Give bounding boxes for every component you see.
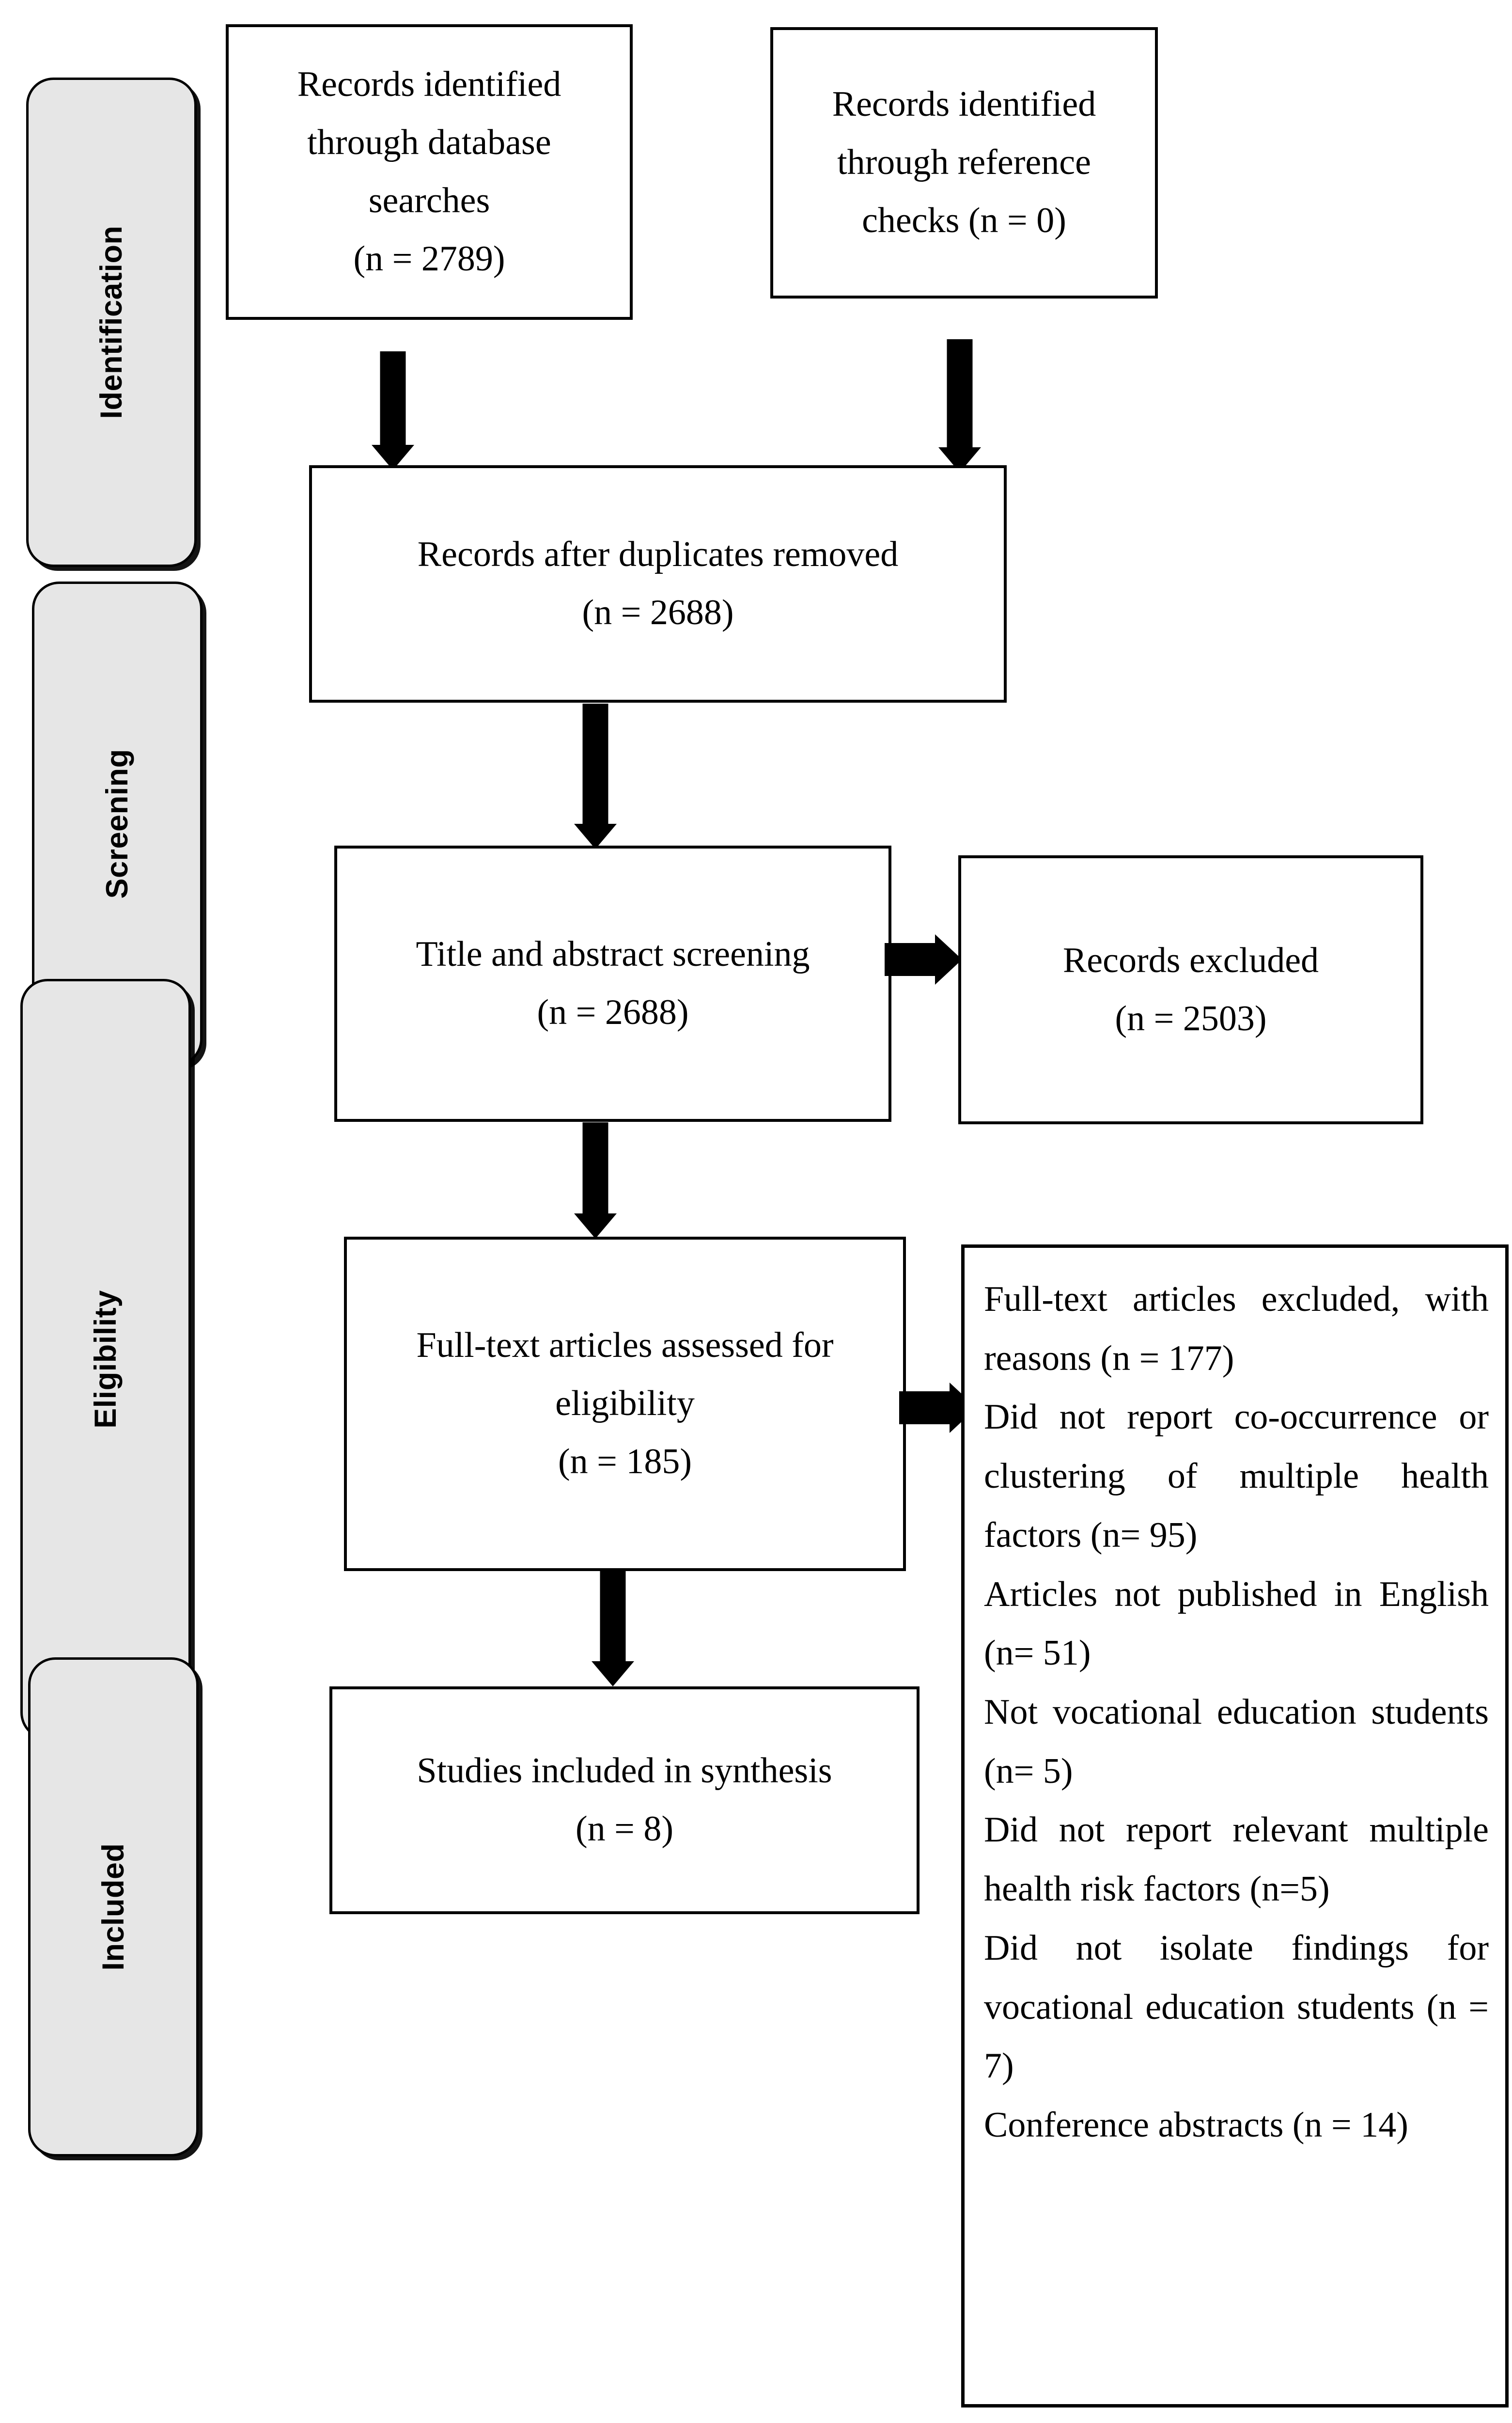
box-line: Records excluded	[1062, 940, 1319, 980]
stage-tab-included-label: Included	[96, 1843, 130, 1971]
box-line: eligibility	[555, 1384, 695, 1424]
box-line: (n = 2789)	[353, 238, 505, 279]
box-line: Records identified	[832, 84, 1096, 125]
arrow-shaft	[885, 943, 938, 976]
box-line: checks (n = 0)	[862, 200, 1066, 240]
stage-tab-identification-label: Identification	[94, 225, 128, 419]
arrow-shaft	[380, 351, 406, 446]
arrow-dedup-to-screening	[564, 704, 627, 849]
box-title-abstract-screening: Title and abstract screening (n = 2688)	[334, 846, 891, 1122]
box-records-after-duplicates: Records after duplicates removed (n = 26…	[309, 465, 1007, 703]
arrow-shaft	[582, 704, 608, 825]
box-line: (n = 2688)	[582, 593, 734, 632]
exclusion-reason: Conference abstracts (n = 14)	[984, 2105, 1408, 2145]
box-records-identified-reference: Records identified through reference che…	[770, 27, 1158, 299]
exclusion-reason: Did not isolate findings for vocational …	[984, 1928, 1489, 2086]
arrow-head	[935, 934, 962, 985]
stage-tab-included: Included	[28, 1657, 199, 2156]
stage-tab-identification: Identification	[26, 78, 197, 567]
arrow-shaft	[582, 1122, 608, 1214]
arrow-head	[574, 1213, 617, 1239]
exclusion-reason: Did not report co-occurrence or clusteri…	[984, 1397, 1489, 1555]
arrow-shaft	[947, 339, 973, 448]
box-line: through reference	[837, 142, 1091, 183]
box-line: Records after duplicates removed	[417, 535, 899, 575]
box-line: Studies included in synthesis	[417, 1751, 832, 1791]
box-line: through database	[307, 123, 551, 163]
arrow-head	[574, 824, 617, 849]
exclusion-heading: Full-text articles excluded, with reason…	[984, 1279, 1489, 1378]
box-fulltext-excluded-reasons: Full-text articles excluded, with reason…	[961, 1244, 1509, 2407]
arrow-fulltext-to-included	[581, 1570, 644, 1686]
exclusion-reason: Articles not published in English (n= 51…	[984, 1574, 1489, 1673]
arrow-shaft	[899, 1391, 952, 1424]
box-records-identified-database: Records identified through database sear…	[226, 24, 633, 320]
stage-tab-eligibility-label: Eligibility	[89, 1290, 123, 1429]
exclusion-reason: Not vocational education students (n= 5)	[984, 1692, 1489, 1791]
arrow-database-to-dedup	[361, 351, 424, 470]
arrow-shaft	[600, 1570, 626, 1662]
box-line: searches	[368, 181, 490, 220]
box-line: (n = 2503)	[1115, 998, 1267, 1038]
box-studies-included: Studies included in synthesis (n = 8)	[329, 1686, 920, 1914]
box-records-excluded: Records excluded (n = 2503)	[958, 855, 1423, 1124]
arrow-screening-to-excluded	[885, 923, 962, 996]
box-line: (n = 185)	[558, 1441, 692, 1481]
stage-tab-eligibility: Eligibility	[20, 979, 191, 1740]
arrow-head	[592, 1661, 634, 1686]
box-line: (n = 2688)	[537, 992, 689, 1032]
stage-tab-screening-label: Screening	[100, 749, 134, 899]
box-line: Title and abstract screening	[416, 934, 810, 975]
exclusion-reason: Did not report relevant multiple health …	[984, 1810, 1489, 1909]
box-line: Records identified	[297, 64, 561, 105]
box-line: Full-text articles assessed for	[416, 1325, 834, 1366]
box-fulltext-assessed: Full-text articles assessed for eligibil…	[344, 1237, 906, 1571]
box-line: (n = 8)	[575, 1809, 674, 1849]
arrow-screening-to-fulltext	[564, 1122, 627, 1239]
arrow-reference-to-dedup	[928, 339, 991, 472]
